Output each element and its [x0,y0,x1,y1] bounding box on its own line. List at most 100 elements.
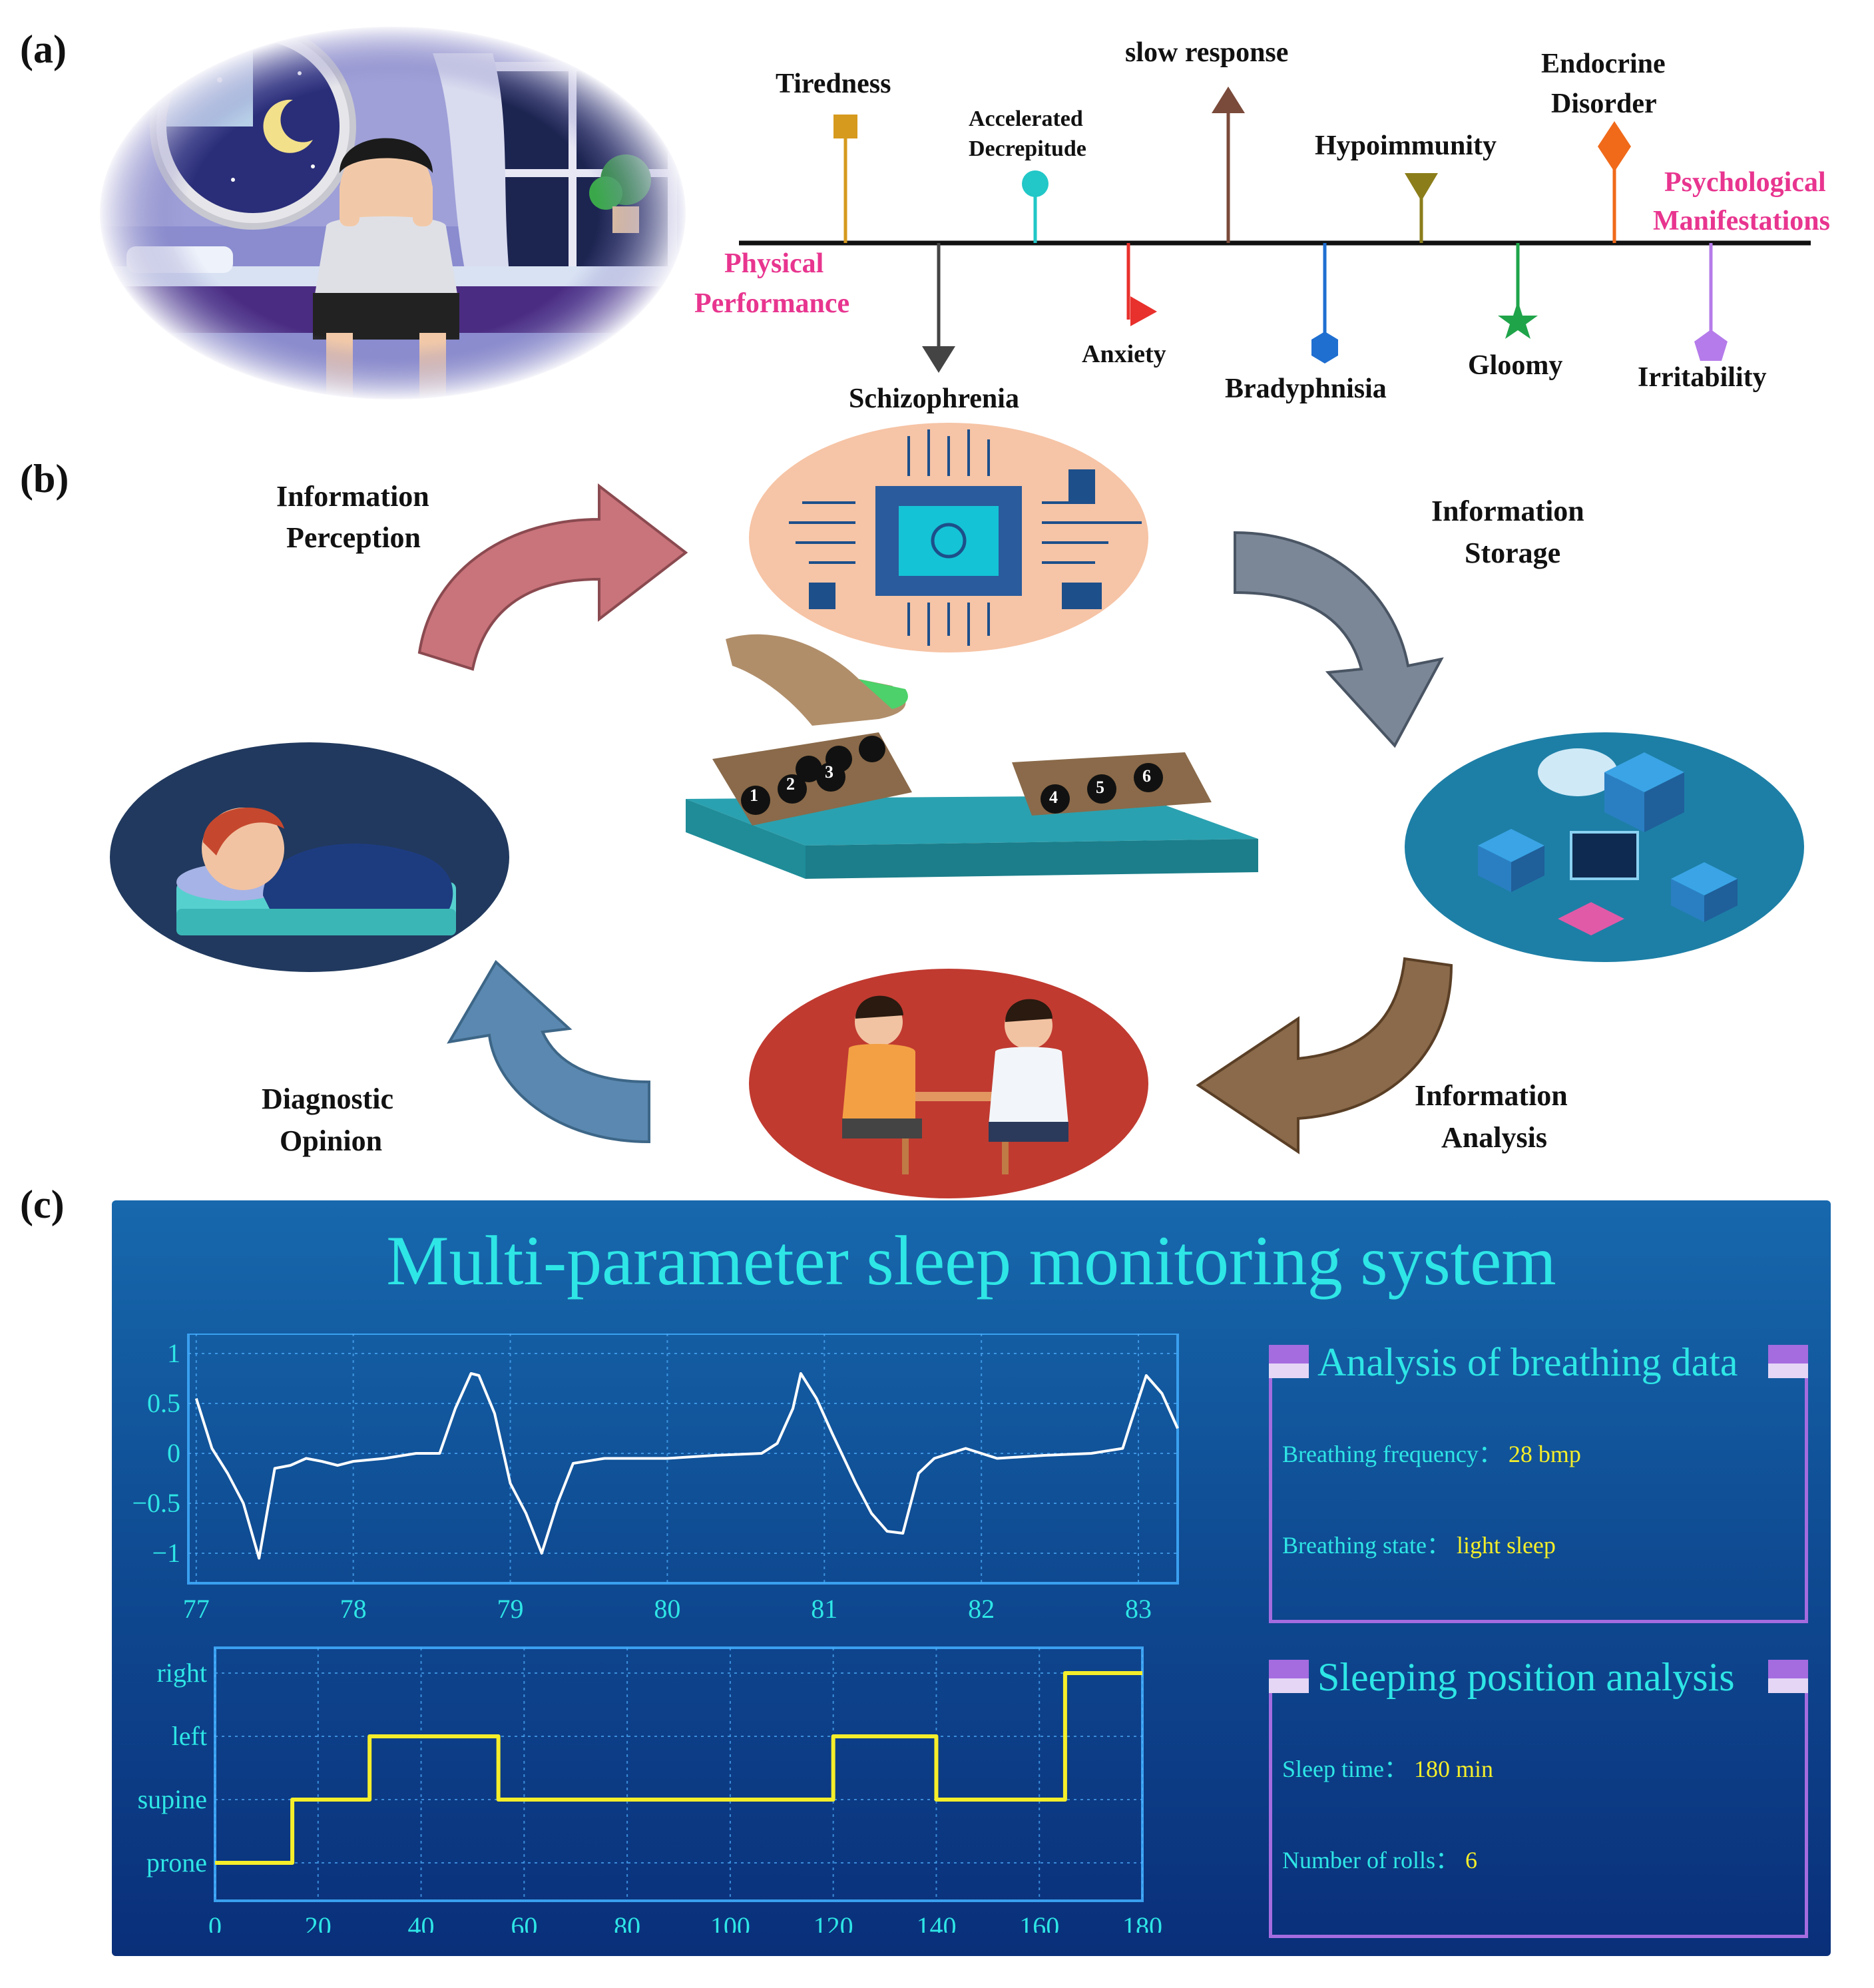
x-tick-label: 77 [183,1594,210,1624]
sleep-time-value: 180 min [1413,1756,1493,1782]
position-box-corner-right [1768,1660,1808,1678]
label-physical-line2: Performance [694,288,850,319]
chip-circuit-ellipse [749,423,1148,652]
position-box-corner-right-light [1768,1678,1808,1693]
marker-irritability [1694,243,1728,361]
label-physical-line1: Physical [724,248,824,279]
marker-hypoimmunity [1405,173,1438,243]
x-tick-label: 40 [408,1911,435,1933]
label-diagnostic-line2: Opinion [280,1124,383,1157]
label-bradyphnisia: Bradyphnisia [1225,373,1387,404]
label-diagnostic-line1: Diagnostic [262,1083,393,1115]
label-accelerated-line1: Accelerated [969,107,1083,131]
consultation-svg [842,995,1068,1174]
plot-frame [187,1334,1179,1585]
x-tick-label: 140 [916,1911,956,1933]
data-storage-ellipse [1405,732,1804,962]
device-key-6: 6 [1142,766,1151,786]
y-tick-label: −1 [152,1538,180,1568]
label-irritability: Irritability [1638,362,1767,393]
x-tick-label: 79 [497,1594,524,1624]
x-tick-label: 100 [710,1911,750,1933]
device-key-5: 5 [1096,778,1104,797]
breathing-box-corner-right-light [1768,1364,1808,1378]
x-tick-label: 120 [814,1911,853,1933]
breathing-box-corner-right [1768,1345,1808,1364]
label-endocrine-line1: Endocrine [1541,49,1666,79]
device-key-4: 4 [1049,788,1058,807]
label-schizophrenia: Schizophrenia [849,383,1019,414]
perception-arrow [417,483,688,671]
breathing-box-corner-left-light [1269,1364,1309,1378]
marker-gloomy [1498,243,1538,339]
x-tick-label: 81 [811,1594,837,1624]
label-hypoimmunity: Hypoimmunity [1315,130,1497,161]
marker-tiredness [833,115,857,243]
sensor-mat-device [686,634,1258,879]
y-tick-label: right [156,1658,207,1688]
x-tick-label: 80 [654,1594,680,1624]
label-psychological-line1: Psychological [1664,167,1826,198]
breathing-analysis-box: Analysis of breathing data Breathing fre… [1269,1340,1808,1623]
label-gloomy: Gloomy [1468,350,1563,381]
label-perception-line2: Perception [286,521,421,554]
plot-frame [214,1646,1144,1902]
y-tick-label: supine [138,1784,207,1814]
marker-anxiety [1126,243,1157,326]
sleep-time-row: Sleep time： 180 min [1282,1750,1493,1784]
x-tick-label: 60 [511,1911,537,1933]
y-tick-label: 0 [167,1438,180,1468]
symptom-timeline [739,87,1811,373]
panel-c-letter: (c) [20,1182,65,1226]
position-box-title: Sleeping position analysis [1317,1655,1735,1699]
label-perception-line1: Information [276,480,429,513]
label-slow-response: slow response [1125,37,1289,68]
position-analysis-box: Sleeping position analysis Sleep time： 1… [1269,1655,1808,1938]
sleeping-child-svg [176,807,456,935]
dashboard-title: Multi-parameter sleep monitoring system [386,1222,1556,1300]
storage-arrow [1234,531,1444,748]
label-tiredness: Tiredness [776,69,891,99]
breathing-box-title: Analysis of breathing data [1317,1340,1738,1384]
diagnostic-arrow [447,959,650,1144]
breathing-frequency-label: Breathing frequency： [1282,1441,1503,1467]
label-storage-line2: Storage [1465,537,1561,569]
x-tick-label: 78 [340,1594,367,1624]
breathing-state-value: light sleep [1456,1532,1556,1559]
panel-a-letter: (a) [20,27,67,71]
marker-bradyphnisia [1311,243,1338,364]
label-anxiety: Anxiety [1082,340,1166,368]
series-line [215,1671,1142,1865]
y-tick-label: 1 [167,1338,180,1368]
rolls-row: Number of rolls： 6 [1282,1841,1477,1875]
x-tick-label: 180 [1122,1911,1162,1933]
series-line [194,1372,1179,1560]
y-tick-label: left [172,1721,207,1751]
y-tick-label: −0.5 [132,1488,180,1518]
breathing-state-label: Breathing state： [1282,1532,1451,1559]
x-tick-label: 80 [614,1911,640,1933]
marker-accelerated-decrepitude [1022,170,1049,243]
label-storage-line1: Information [1431,495,1584,527]
label-endocrine-line2: Disorder [1551,89,1657,119]
label-accelerated-line2: Decrepitude [969,136,1086,161]
sleeping-child-ellipse [110,742,509,972]
breathing-frequency-row: Breathing frequency： 28 bmp [1282,1435,1581,1469]
sleep-time-label: Sleep time： [1282,1756,1408,1782]
y-tick-label: prone [146,1848,207,1877]
label-analysis-line2: Analysis [1441,1121,1547,1154]
rolls-value: 6 [1465,1847,1477,1873]
device-key-3: 3 [825,762,833,782]
insomnia-illustration [100,27,686,399]
insomnia-scene-svg [100,27,686,399]
marker-slow-response [1212,87,1245,243]
dashboard-panel: Multi-parameter sleep monitoring system … [112,1200,1831,1956]
panel-b-letter: (b) [20,457,69,501]
x-tick-label: 82 [968,1594,995,1624]
rolls-label: Number of rolls： [1282,1847,1459,1873]
marker-endocrine-disorder [1598,121,1631,243]
x-tick-label: 0 [208,1911,222,1933]
x-tick-label: 20 [305,1911,332,1933]
